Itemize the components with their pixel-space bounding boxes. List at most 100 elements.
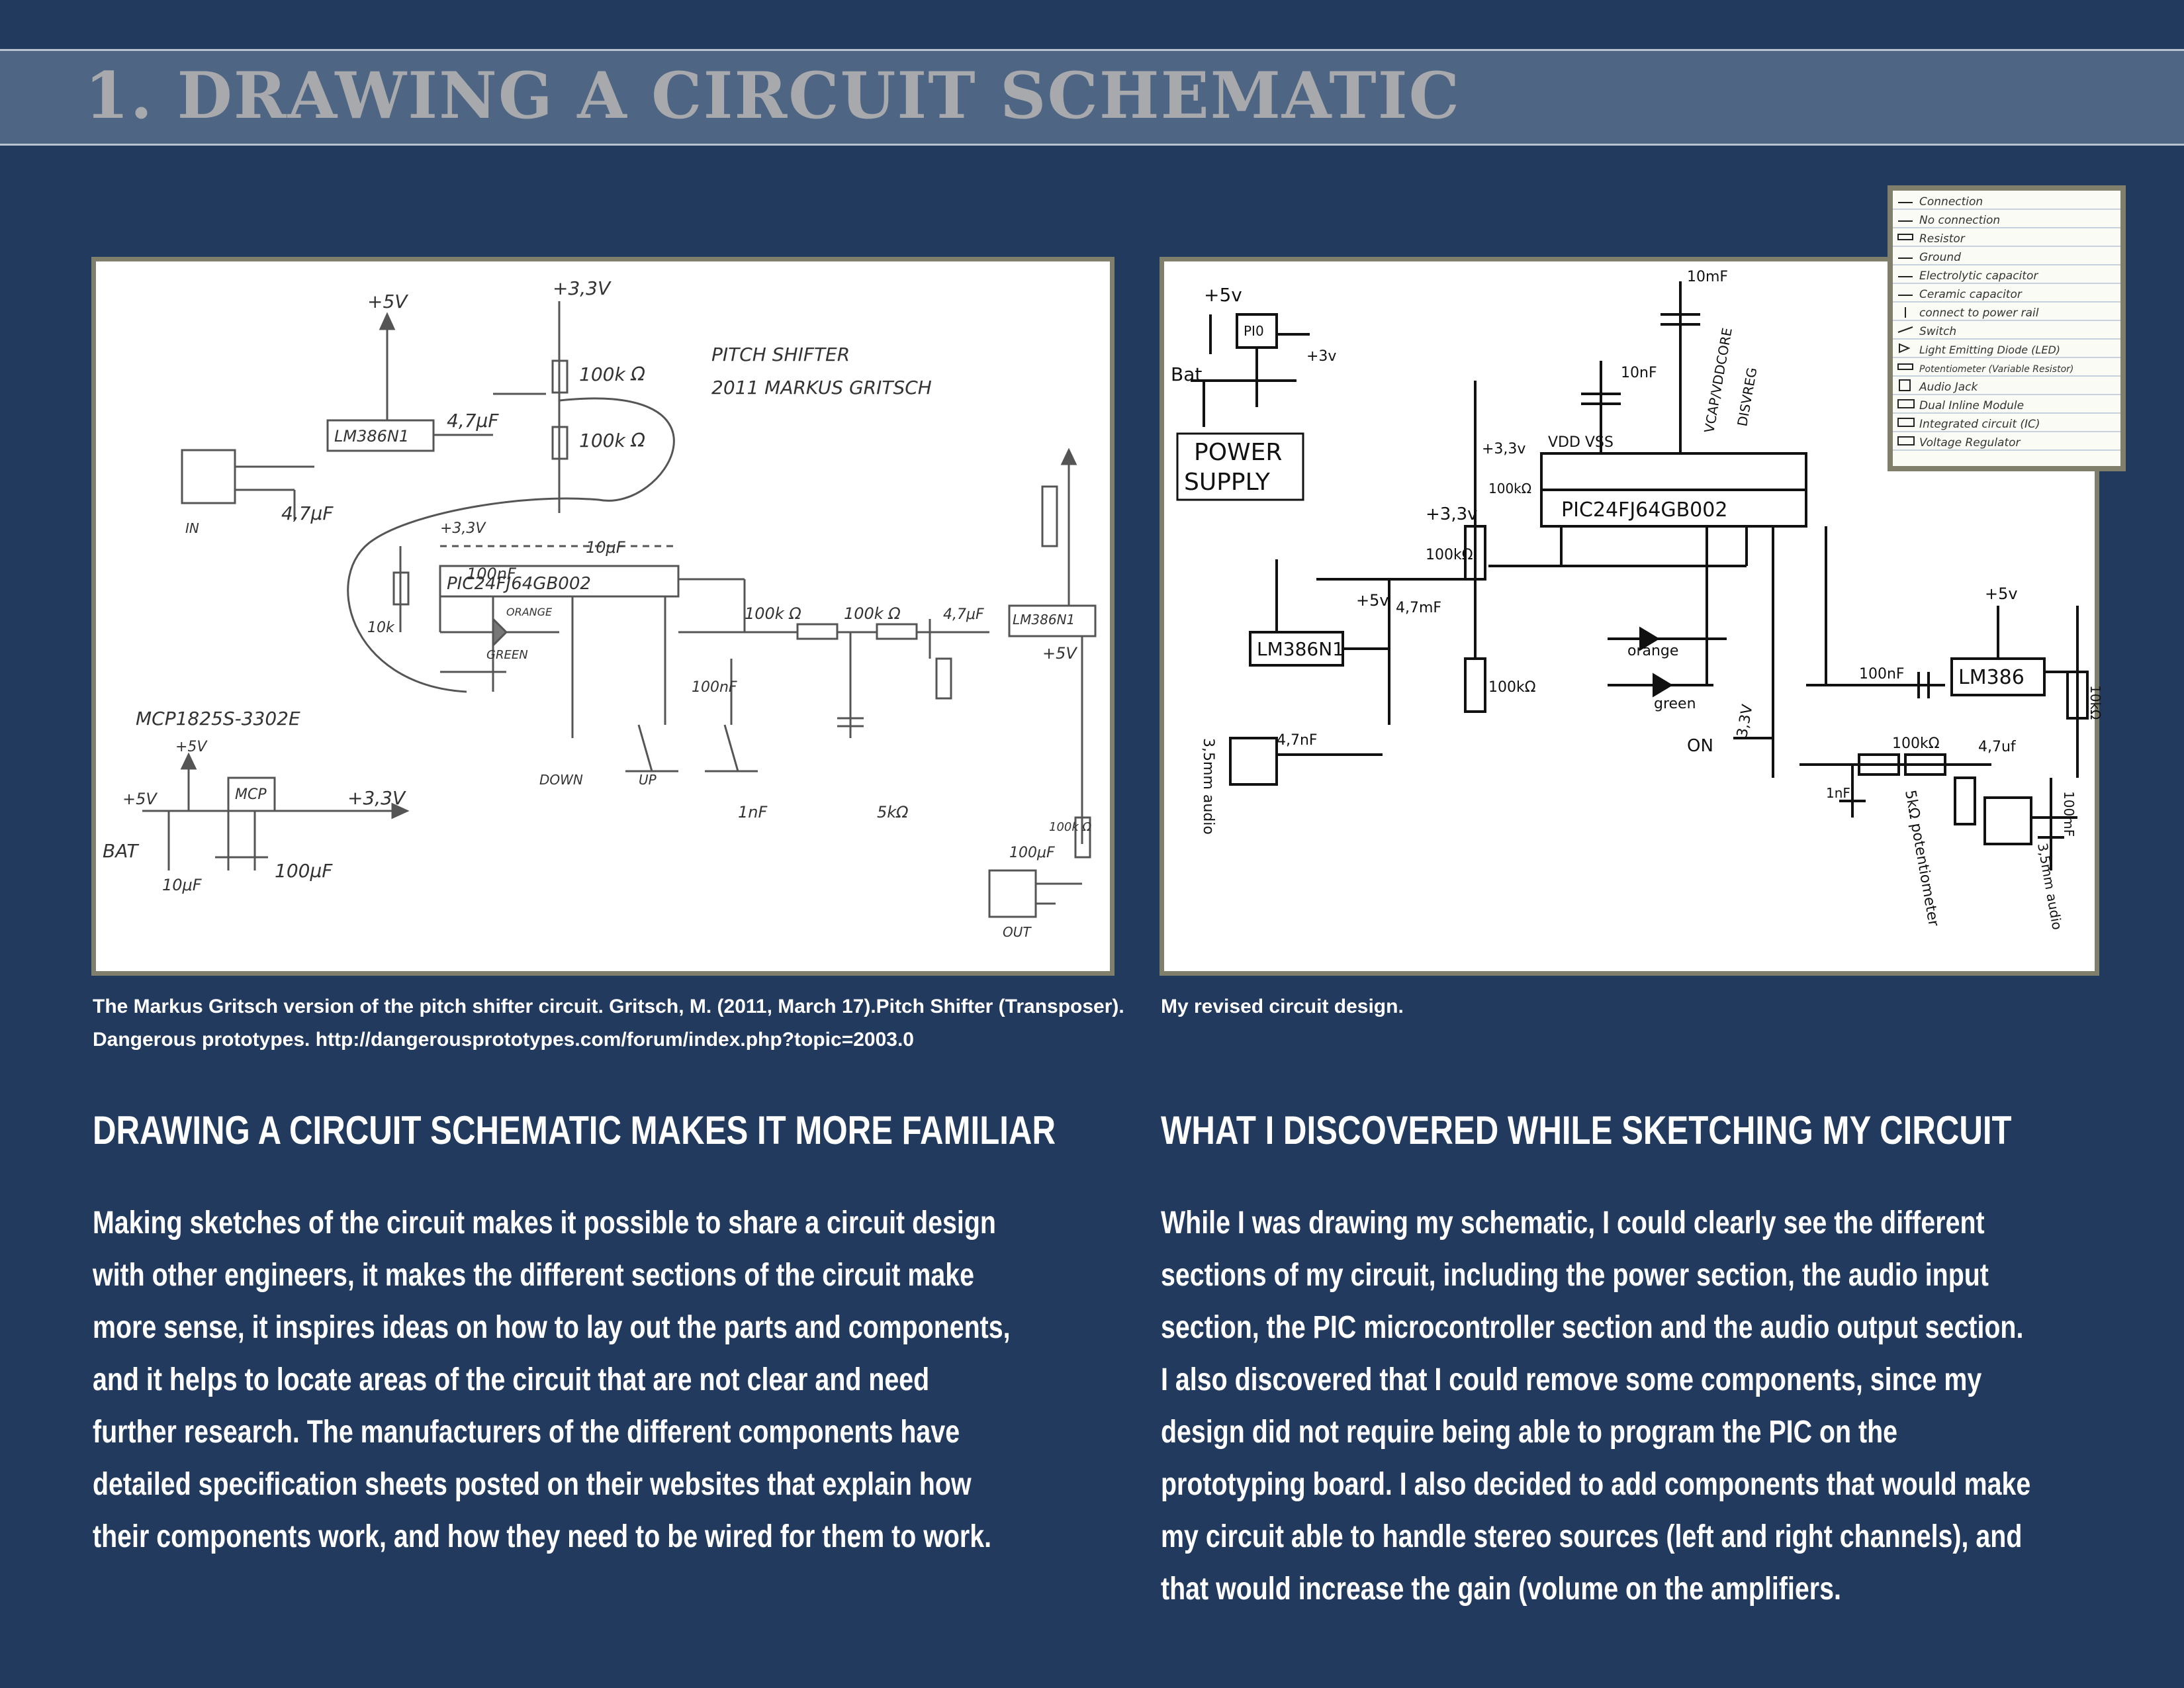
label-plus33v-reg: +3,3V — [347, 787, 406, 809]
label-plus5v: +5v — [1204, 284, 1242, 306]
label-jack-a: 3,5mm audio — [1200, 738, 1216, 835]
label-plus5v-top: +5V — [367, 291, 408, 312]
label-10uf-b: 10μF — [162, 876, 203, 894]
label-100nf: 100nF — [1859, 666, 1905, 682]
label-jack-out: OUT — [1003, 924, 1032, 940]
label-green: green — [1654, 696, 1696, 712]
legend-item-ceramic-cap: Ceramic capacitor — [1919, 288, 2023, 301]
sketch-title: PITCH SHIFTER — [711, 344, 850, 365]
label-10nf: 10nF — [1621, 365, 1657, 381]
original-schematic-sketch: PITCH SHIFTER 2011 MARKUS GRITSCH +5V +3… — [103, 277, 1097, 940]
legend-item-led: Light Emitting Diode (LED) — [1919, 344, 2060, 356]
sketch-author: 2011 MARKUS GRITSCH — [711, 377, 932, 399]
label-r-100k-a: 100k Ω — [579, 363, 646, 385]
label-cap-47-a: 4,7μF — [447, 410, 499, 432]
label-up: UP — [639, 772, 657, 788]
label-amp-a: LM386N1 — [1257, 638, 1344, 660]
right-section-body: While I was drawing my schematic, I coul… — [1161, 1197, 2105, 1615]
label-jack-in: IN — [185, 520, 199, 536]
body-line: more sense, it inspires ideas on how to … — [93, 1310, 1011, 1345]
body-line: sections of my circuit, including the po… — [1161, 1258, 1989, 1293]
right-figure-caption: My revised circuit design. — [1161, 990, 2087, 1023]
body-line: I also discovered that I could remove so… — [1161, 1362, 1982, 1397]
label-pic: PIC24FJ64GB002 — [447, 574, 591, 594]
legend-item-dim: Dual Inline Module — [1919, 399, 2024, 412]
body-line: section, the PIC microcontroller section… — [1161, 1310, 2024, 1345]
legend-item-ground: Ground — [1919, 251, 1961, 264]
label-reg: PI0 — [1244, 323, 1264, 339]
legend-item-regulator: Voltage Regulator — [1919, 436, 2021, 449]
label-cap-47-c: 4,7μF — [943, 606, 984, 623]
label-cap-47-c: 4,7uf — [1978, 739, 2017, 755]
label-r-100k-b: 100k Ω — [579, 430, 646, 451]
label-vcap: VCAP/VDDCORE — [1701, 326, 1735, 434]
body-line: my circuit able to handle stereo sources… — [1161, 1519, 2023, 1554]
revised-schematic-sketch: +5v Bat PI0 +3v POWER SUPPLY 10mF 10nF V… — [1171, 269, 2103, 931]
label-orange: orange — [1627, 643, 1678, 659]
label-cap-47-b: 4,7nF — [1277, 732, 1318, 749]
label-amp-b: LM386 — [1958, 666, 2025, 689]
label-100nf-b: 100nF — [692, 679, 737, 696]
label-5k: 5kΩ — [877, 803, 909, 821]
label-on: ON — [1687, 736, 1713, 756]
label-cap-47-b: 4,7μF — [281, 502, 334, 524]
label-bat: BAT — [103, 840, 139, 862]
label-orange: ORANGE — [506, 606, 553, 618]
body-line: with other engineers, it makes the diffe… — [93, 1258, 975, 1293]
caption-line: My revised circuit design. — [1161, 996, 1404, 1017]
legend-item-no-connection: No connection — [1919, 214, 2000, 227]
label-disvreg: DISVREG — [1734, 366, 1760, 428]
label-plus33v-c: 3,3V — [1734, 703, 1756, 739]
label-100uf-b: 100μF — [1009, 845, 1055, 861]
label-jack-b: 3,5mm audio — [2034, 842, 2066, 931]
legend-sketch: Connection No connection Resistor Ground… — [1893, 195, 2120, 451]
label-pic: PIC24FJ64GB002 — [1561, 498, 1727, 522]
label-plus33v-top: +3,3V — [553, 277, 612, 299]
left-figure-caption: The Markus Gritsch version of the pitch … — [93, 990, 1125, 1056]
label-power: POWER — [1194, 439, 1282, 466]
legend-item-audio-jack: Audio Jack — [1919, 381, 1979, 394]
label-r-100k-d: 100kΩ — [1892, 735, 1940, 752]
label-cap-47-a: 4,7mF — [1396, 600, 1441, 616]
label-amp2: LM386N1 — [1013, 612, 1075, 628]
legend-item-ic: Integrated circuit (IC) — [1919, 418, 2040, 431]
label-plus5v-reg: +5V — [175, 739, 208, 755]
label-100uf: 100μF — [275, 860, 333, 882]
label-pot: 5kΩ potentiometer — [1901, 789, 1942, 929]
label-r-10k: 10k — [367, 620, 395, 636]
legend-item-connection: Connection — [1919, 195, 1983, 209]
label-r-100k-d: 100k Ω — [844, 604, 901, 623]
legend-item-resistor: Resistor — [1919, 232, 1966, 246]
label-10mf-top: 10mF — [1687, 269, 1728, 285]
label-r-100k-c: 100kΩ — [1488, 679, 1536, 696]
body-line: and it helps to locate areas of the circ… — [93, 1362, 930, 1397]
title-band — [0, 49, 2184, 146]
body-line: Making sketches of the circuit makes it … — [93, 1205, 996, 1241]
body-line: design did not require being able to pro… — [1161, 1415, 1898, 1450]
label-100nf-a: 100nF — [467, 565, 517, 583]
label-1nf: 1nF — [738, 803, 768, 821]
legend-item-switch: Switch — [1919, 325, 1956, 338]
label-1nf: 1nF — [1826, 785, 1850, 801]
legend-item-potentiometer: Potentiometer (Variable Resistor) — [1919, 364, 2073, 375]
label-plus33v-a: +3,3v — [1482, 441, 1525, 457]
body-line: prototyping board. I also decided to add… — [1161, 1467, 2031, 1502]
body-line: that would increase the gain (volume on … — [1161, 1571, 1841, 1607]
body-line: their components work, and how they need… — [93, 1519, 992, 1554]
caption-line: The Markus Gritsch version of the pitch … — [93, 996, 1124, 1017]
label-reg: MCP — [235, 786, 267, 803]
label-down: DOWN — [539, 772, 583, 788]
symbol-legend-note: Connection No connection Resistor Ground… — [1888, 185, 2126, 471]
label-plus5v-c: +5v — [1985, 585, 2018, 603]
legend-item-electrolytic-cap: Electrolytic capacitor — [1919, 269, 2038, 283]
body-line: While I was drawing my schematic, I coul… — [1161, 1205, 1985, 1241]
legend-item-power-rail: connect to power rail — [1919, 306, 2039, 320]
label-r-100k-e: 100k Ω — [1049, 820, 1092, 834]
label-r-10k: 10kΩ — [2087, 685, 2103, 720]
left-section-heading: DRAWING A CIRCUIT SCHEMATIC MAKES IT MOR… — [93, 1108, 1056, 1152]
label-bat: Bat — [1171, 363, 1202, 385]
label-plus5v-b: +5v — [1356, 591, 1389, 610]
label-vdd-vss: VDD VSS — [1548, 434, 1614, 451]
label-amp: LM386N1 — [334, 427, 409, 445]
body-line: further research. The manufacturers of t… — [93, 1415, 960, 1450]
